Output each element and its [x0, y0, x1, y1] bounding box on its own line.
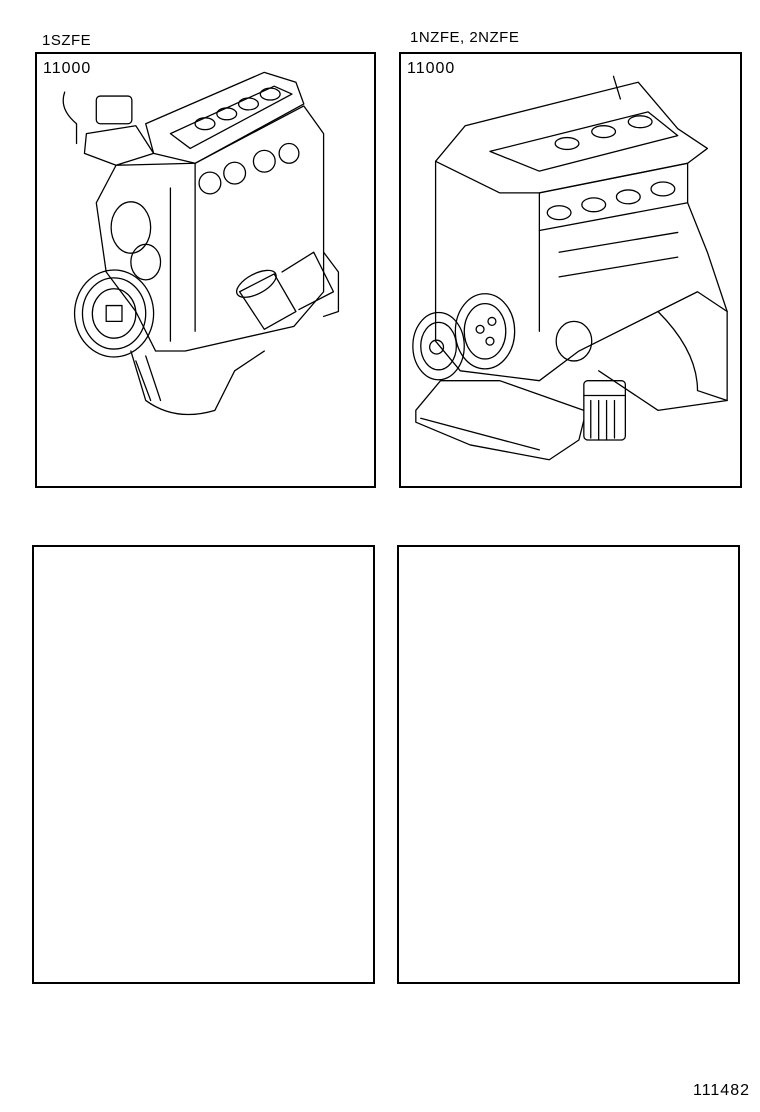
engine-illustration-1nzfe: [412, 75, 728, 461]
panel-1szfe: 11000: [35, 52, 376, 488]
panel-empty-right: [397, 545, 740, 984]
part-number: 11000: [407, 60, 456, 77]
engine-illustration-1szfe: [62, 71, 340, 416]
engine-label-1nzfe-2nzfe: 1NZFE, 2NZFE: [410, 29, 520, 46]
part-number: 11000: [43, 60, 92, 77]
panel-1nzfe-2nzfe: 11000: [399, 52, 742, 488]
figure-number: 111482: [692, 1082, 750, 1099]
panel-empty-left: [32, 545, 375, 984]
engine-label-1szfe: 1SZFE: [42, 32, 92, 49]
